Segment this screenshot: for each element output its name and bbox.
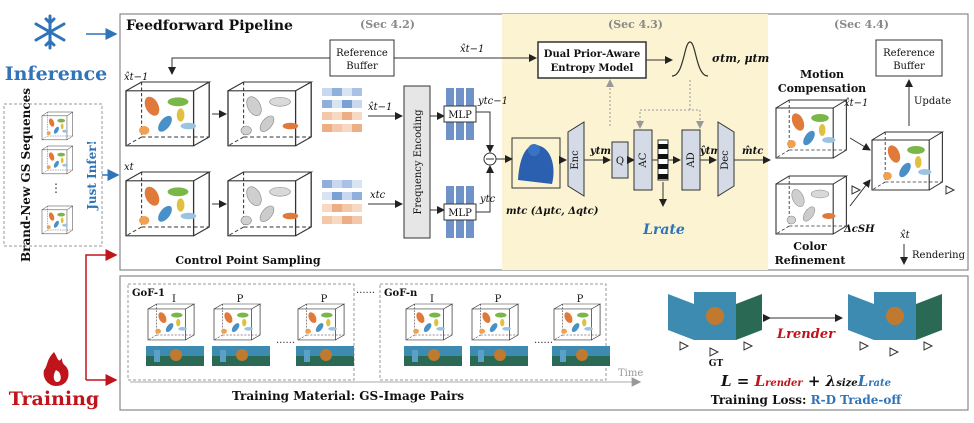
sigma-mu-label: σtm, μtm [712,52,769,65]
encoder-block [567,121,585,197]
gt-label: GT [709,359,724,369]
svg-text:x̂t−1: x̂t−1 [844,98,868,109]
training-panel [119,275,969,411]
loss-equation: L = Lrender + λsizeLrate [720,372,891,390]
svg-text:Refinement: Refinement [775,254,847,267]
x-prev-label: x̂t−1 [124,72,148,83]
svg-text:Buffer: Buffer [346,61,378,72]
gof-n-label: GoF-n [384,288,418,299]
camera-icon [851,185,861,195]
decoder-block [717,121,735,197]
motion-comp-cube [775,99,847,159]
svg-text:P: P [321,294,328,305]
svg-text:······: ······ [356,288,375,299]
svg-text:I: I [172,294,176,305]
control-point-sampling-label: Control Point Sampling [175,254,320,267]
reference-buffer-2 [875,39,943,77]
training-material-label: Training Material: GS-Image Pairs [232,389,464,403]
l-render-label: Lrender [776,327,836,342]
sec-4-3: (Sec 4.3) [608,18,663,31]
inference-label: Inference [5,63,108,85]
svg-text:⋮: ⋮ [50,181,62,195]
svg-text:Buffer: Buffer [893,61,925,72]
pipeline-title: Feedforward Pipeline [126,18,293,34]
cube-prev-sampled [227,81,312,147]
y-prev-label: ytc−1 [477,96,508,107]
mlp-prev: MLP [443,88,477,140]
gof-1-frames: ······ [146,303,354,366]
rendered-views [668,292,762,357]
gof-n-box [379,283,607,381]
sequences-label: Brand-New GS Sequences [19,88,33,262]
gt-views [848,292,942,357]
frequency-encoding-label: Frequency Encoding [413,109,424,215]
svg-text:P: P [495,294,502,305]
cube-prev [125,81,210,147]
subtract-node-icon [483,152,497,166]
sec-4-2: (Sec 4.2) [360,18,415,31]
motion-label: mtc (Δμtc, Δqtc) [506,206,599,217]
camera-icon [945,185,955,195]
l-rate-label: Lrate [642,222,685,238]
snowflake-icon [34,14,66,50]
svg-text:MLP: MLP [448,110,472,121]
sequence-cube-1 [41,111,73,141]
motion-comp-label-2: Compensation [778,82,866,95]
cube-current [125,171,210,237]
output-cube [871,131,943,191]
bitstream-icon [657,139,669,181]
gof-n-frames: ······ [404,303,610,366]
sequence-cube-3 [41,205,73,235]
svg-text:Color: Color [793,240,827,253]
x-t-label: xt [124,162,135,173]
ytm-label: ytm [589,146,611,157]
x-prev-s-label: x̂t−1 [368,102,392,113]
frequency-encoding-box [403,85,431,239]
svg-text:Dec: Dec [720,150,731,170]
rendering-label: Rendering [912,250,966,261]
mt-hat-label: m̂tc [742,146,763,157]
svg-text:······: ······ [276,338,295,349]
feature-grid-current [322,180,362,224]
svg-text:MLP: MLP [448,208,472,219]
ytm-hat-label: ŷtm [699,146,721,157]
svg-text:Reference: Reference [883,48,935,59]
svg-text:······: ······ [534,338,553,349]
x-t-s-label: xtc [370,190,386,201]
left-column: Inference Brand-New GS Sequences Just In… [3,14,120,410]
y-t-label: ytc [479,194,496,205]
gof-1-label: GoF-1 [132,288,165,299]
fire-icon [43,352,69,386]
motion-comp-label-1: Motion [800,68,844,81]
gof-1-box [127,283,355,381]
sequence-cube-2 [41,145,73,175]
cube-current-sampled [227,171,312,237]
delta-csh-label: ΔcSH [843,224,875,235]
x-prev-mid-label: x̂t−1 [460,44,484,55]
svg-text:P: P [237,294,244,305]
feature-grid-prev [322,88,362,132]
training-loss-label: Training Loss: R-D Trade-off [711,393,903,407]
training-label: Training [9,388,99,410]
svg-text:Enc: Enc [570,150,581,170]
svg-text:Dual Prior-Aware: Dual Prior-Aware [544,49,640,60]
svg-text:AD: AD [686,152,697,168]
sec-4-4: (Sec 4.4) [834,18,889,31]
just-infer-label: Just Infer! [85,140,99,211]
motion-field-icon [511,137,561,189]
color-refine-cube [775,175,847,235]
mlp-current: MLP [443,186,477,238]
svg-text:Entropy Model: Entropy Model [551,63,634,74]
update-label: Update [914,96,951,107]
svg-text:AC: AC [638,152,649,168]
svg-text:P: P [577,294,584,305]
svg-text:Q: Q [616,156,624,167]
svg-text:Reference: Reference [336,48,388,59]
svg-text:I: I [430,294,434,305]
time-label: Time [618,368,643,379]
gaussian-curve-icon [671,41,709,77]
xt-hat-label: x̂t [900,230,911,241]
